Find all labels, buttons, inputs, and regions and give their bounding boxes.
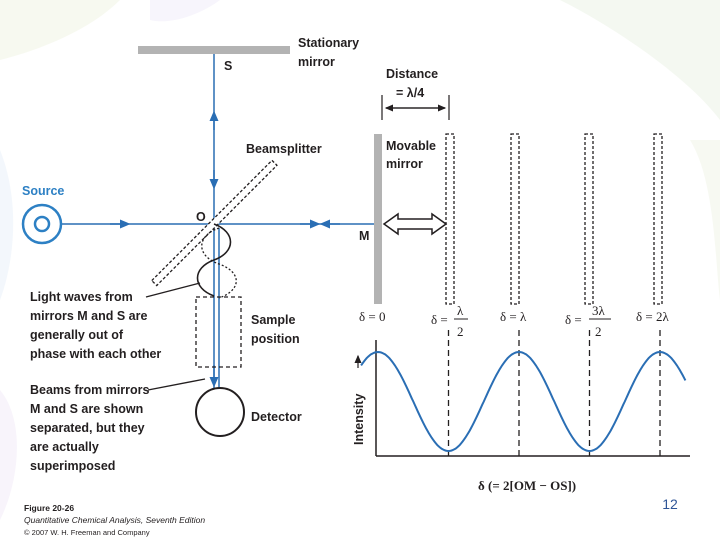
intensity-chart: Intensity δ (= 2[OM − OS]) [352,330,690,493]
y-axis-label: Intensity [352,394,366,445]
svg-text:2: 2 [457,324,464,339]
wave-dotted [201,227,237,299]
wave-solid [196,223,232,297]
delta-zero-label: δ = 0 [359,309,385,324]
svg-text:M and S are shown: M and S are shown [30,402,143,416]
svg-text:superimposed: superimposed [30,459,115,473]
intensity-curve [360,350,687,453]
movable-mirror-label-line1: Movable [386,139,436,153]
svg-text:3λ: 3λ [592,303,606,318]
beamsplitter-label: Beamsplitter [246,142,322,156]
delta-half-lambda-label: δ = λ 2 [431,303,468,339]
o-point-label: O [196,210,206,224]
stationary-mirror-label-line1: Stationary [298,36,359,50]
svg-text:Beams from mirrors: Beams from mirrors [30,383,150,397]
svg-text:separated, but they: separated, but they [30,421,145,435]
figure-number: Figure 20-26 [24,503,74,513]
light-waves-caption: Light waves from mirrors M and S are gen… [30,290,161,361]
svg-text:δ =: δ = [431,312,448,327]
m-point-label: M [359,229,369,243]
svg-text:are actually: are actually [30,440,99,454]
sample-position-box [195,296,242,368]
svg-text:Light waves from: Light waves from [30,290,133,304]
distance-label-line2: = λ/4 [396,86,424,100]
source-label: Source [22,184,64,198]
page-number: 12 [662,496,678,512]
beams-caption: Beams from mirrors M and S are shown sep… [30,383,150,473]
source-inner [33,215,51,233]
mirror-travel-arrow [382,212,448,236]
distance-bracket [381,95,450,120]
annotation-pointers [145,282,206,391]
delta-two-lambda-label: δ = 2λ [636,309,669,324]
stationary-mirror-label-line2: mirror [298,55,335,69]
svg-text:δ =: δ = [565,312,582,327]
svg-text:mirrors M and S are: mirrors M and S are [30,309,147,323]
delta-three-half-lambda-label: δ = 3λ 2 [565,303,611,339]
s-point-label: S [224,59,232,73]
delta-lambda-label: δ = λ [500,309,527,324]
detector-label: Detector [251,410,302,424]
movable-mirror-ghosts [445,133,663,305]
sample-position-label-line2: position [251,332,300,346]
figure-copyright: © 2007 W. H. Freeman and Company [24,528,150,537]
svg-text:2: 2 [595,324,602,339]
svg-text:phase with each other: phase with each other [30,347,161,361]
svg-text:generally out of: generally out of [30,328,124,342]
movable-mirror-label-line2: mirror [386,157,423,171]
detector [195,387,245,437]
distance-label-line1: Distance [386,67,438,81]
figure-book-title: Quantitative Chemical Analysis, Seventh … [24,515,205,525]
movable-mirror [374,134,382,304]
x-axis-label: δ (= 2[OM − OS]) [478,478,576,493]
stationary-mirror [138,46,290,54]
sample-position-label-line1: Sample [251,313,296,327]
svg-text:λ: λ [457,303,464,318]
